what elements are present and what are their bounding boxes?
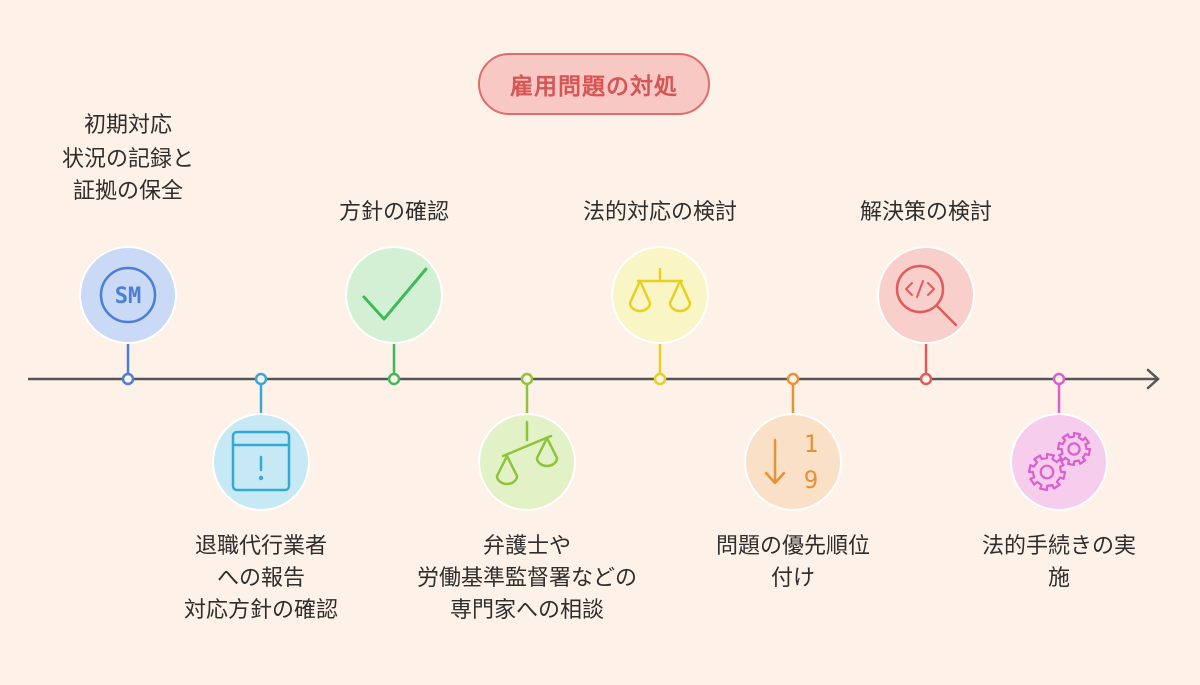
step-2 [212, 372, 310, 511]
timeline-arrowhead [1146, 368, 1160, 390]
timeline-node [1052, 372, 1066, 386]
step-label-line: 労働基準監督署などの [416, 566, 637, 591]
step-icon-circle [611, 246, 709, 344]
step-icon-circle [744, 413, 842, 511]
step-icon-circle [345, 246, 443, 344]
step-label-line: 解決策の検討 [859, 200, 992, 225]
step-label-line: 専門家への相談 [449, 598, 604, 623]
sort-ascending-icon: 19 [764, 430, 818, 494]
step-label-line: 弁護士や [482, 534, 571, 559]
step-icon-circle [478, 413, 576, 511]
checkmark-icon [362, 267, 428, 321]
gears-icon [1027, 431, 1092, 492]
timeline-node [387, 372, 401, 386]
step-label-line: 退職代行業者 [194, 534, 327, 559]
step-4 [478, 372, 576, 511]
code-search-icon [895, 264, 958, 327]
step-label-line: 初期対応 [83, 113, 172, 138]
step-label: 法的対応の検討 [520, 197, 800, 229]
step-label: 方針の確認 [254, 197, 534, 229]
timeline-node [786, 372, 800, 386]
step-label-line: 証拠の保全 [72, 179, 183, 204]
step-label-line: 施 [1047, 566, 1070, 591]
svg-text:9: 9 [804, 466, 818, 494]
step-label: 解決策の検討 [786, 197, 1066, 229]
step-icon-circle [79, 246, 177, 344]
step-7 [877, 246, 975, 386]
timeline-node [653, 372, 667, 386]
step-icon-circle [1010, 413, 1108, 511]
scales-icon [628, 267, 692, 313]
step-8 [1010, 372, 1108, 511]
step-label-line: 法的手続きの実 [981, 534, 1136, 559]
step-label: 退職代行業者への報告対応方針の確認 [121, 531, 401, 627]
timeline-node [254, 372, 268, 386]
step-label-line: 付け [770, 566, 815, 591]
diagram-title: 雇用問題の対処 [478, 53, 710, 115]
step-label-line: 対応方針の確認 [183, 598, 338, 623]
scales-icon [495, 420, 559, 486]
step-icon-circle [877, 246, 975, 344]
timeline-node [121, 372, 135, 386]
step-label-line: 状況の記録と [61, 147, 194, 172]
step-label-line: 問題の優先順位 [715, 534, 870, 559]
svg-text:SM: SM [115, 284, 142, 309]
step-label: 法的手続きの実施 [919, 531, 1199, 595]
timeline-node [520, 372, 534, 386]
step-6: 19 [744, 372, 842, 511]
sm-badge-icon: SM [99, 266, 157, 324]
step-1: SM [79, 246, 177, 386]
step-label-line: への報告 [216, 566, 305, 591]
warning-window-icon [231, 430, 291, 492]
step-label: 問題の優先順位付け [653, 531, 933, 595]
step-label-line: 方針の確認 [338, 200, 449, 225]
step-3 [345, 246, 443, 386]
step-label-line: 法的対応の検討 [582, 200, 737, 225]
step-label: 弁護士や労働基準監督署などの専門家への相談 [387, 531, 667, 627]
step-5 [611, 246, 709, 386]
timeline-node [919, 372, 933, 386]
svg-text:1: 1 [804, 430, 818, 458]
step-label: 初期対応状況の記録と証拠の保全 [0, 110, 268, 208]
